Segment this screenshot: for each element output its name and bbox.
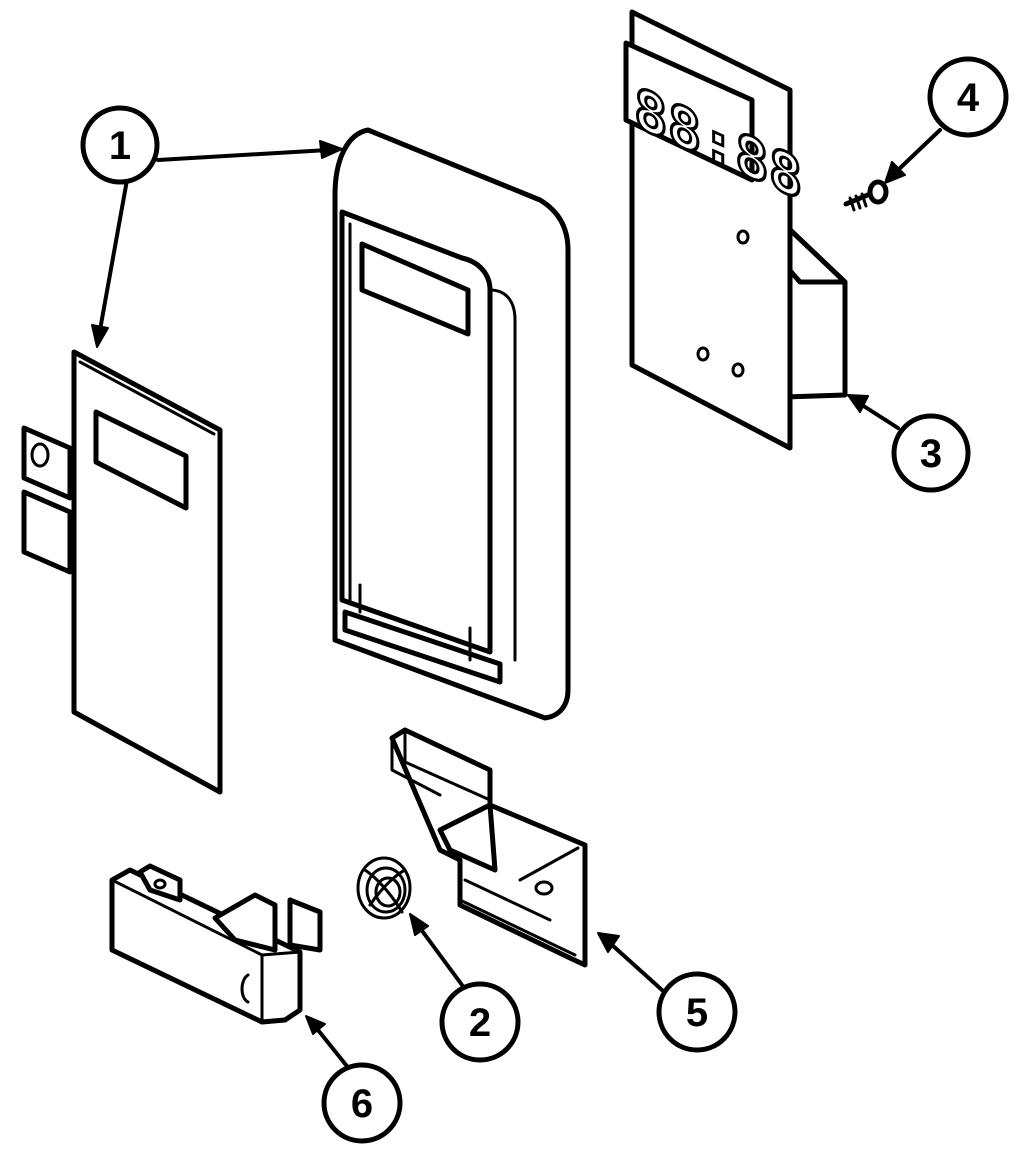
control-panel-frame [332, 127, 571, 721]
callout-1: 1 [80, 105, 160, 185]
callout-2: 2 [439, 981, 521, 1063]
callout-4: 4 [927, 56, 1009, 138]
callout-4-label: 4 [957, 76, 980, 120]
callout-2-label: 2 [469, 1001, 491, 1045]
screw [843, 179, 889, 212]
callout-3: 3 [891, 413, 971, 493]
control-panel-overlay [21, 349, 223, 795]
callout-5-label: 5 [686, 991, 708, 1035]
electronic-control-board: 88:88 [623, 9, 848, 451]
door-release-lever [389, 727, 588, 968]
spring [356, 856, 412, 920]
leader-lines [91, 128, 942, 1072]
callout-6-label: 6 [351, 1082, 373, 1126]
callout-1-label: 1 [109, 124, 131, 168]
callout-6: 6 [321, 1062, 403, 1144]
callout-3-label: 3 [920, 432, 942, 476]
callout-5: 5 [656, 971, 738, 1053]
door-release-button [109, 863, 323, 1025]
